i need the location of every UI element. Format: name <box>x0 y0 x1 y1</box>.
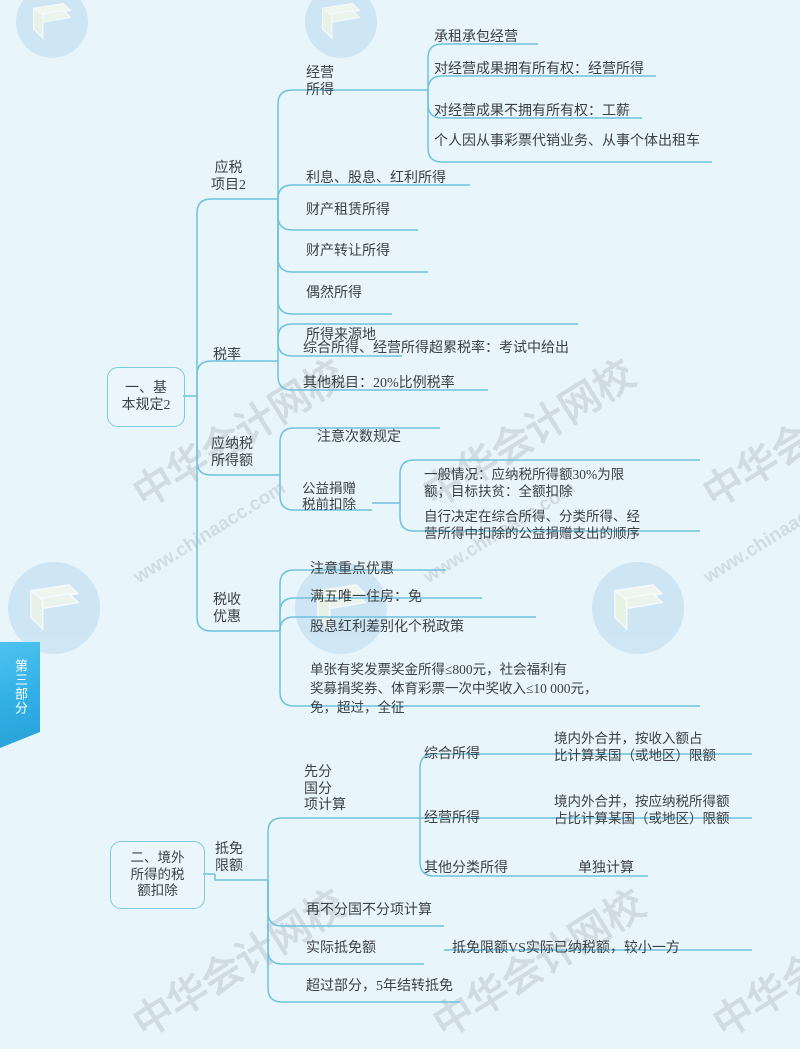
leaf-taxable-item-3[interactable]: 财产转让所得 <box>306 244 390 259</box>
book-logo-icon <box>32 2 72 40</box>
branch-split-calculation[interactable]: 先分 国分 项计算 <box>304 765 346 814</box>
leaf-split-calc-label-3[interactable]: 其他分类所得 <box>424 861 508 876</box>
book-logo-icon <box>315 583 367 631</box>
connector-lines <box>183 43 752 1003</box>
leaf-taxable-amount-1[interactable]: 注意次数规定 <box>317 430 401 445</box>
leaf-taxable-item-2[interactable]: 财产租赁所得 <box>306 203 390 218</box>
leaf-tax-rate-1[interactable]: 综合所得、经营所得超累税率：考试中给出 <box>303 341 569 356</box>
leaf-taxable-item-4[interactable]: 偶然所得 <box>306 286 362 301</box>
leaf-tax-benefit-2[interactable]: 满五唯一住房：免 <box>310 590 422 605</box>
leaf-charity-2[interactable]: 自行决定在综合所得、分类所得、经 营所得中扣除的公益捐赠支出的顺序 <box>424 509 640 541</box>
leaf-business-income-3[interactable]: 对经营成果不拥有所有权：工薪 <box>434 104 630 119</box>
book-logo-icon <box>612 583 664 631</box>
book-logo-watermark <box>8 562 100 654</box>
root-node-foreign-credit[interactable]: 二、境外 所得的税 额扣除 <box>110 841 205 909</box>
leaf-credit-limit-1[interactable]: 再不分国不分项计算 <box>306 903 432 918</box>
branch-business-income[interactable]: 经营 所得 <box>306 66 334 98</box>
leaf-business-income-2[interactable]: 对经营成果拥有所有权：经营所得 <box>434 62 644 77</box>
leaf-business-income-1[interactable]: 承租承包经营 <box>434 30 518 45</box>
book-logo-icon <box>28 583 80 631</box>
branch-taxable-amount[interactable]: 应纳税 所得额 <box>211 437 253 469</box>
section-tab-label: 第三部分 <box>13 659 28 715</box>
book-logo-watermark <box>592 562 684 654</box>
branch-tax-benefit[interactable]: 税收 优惠 <box>213 593 241 625</box>
leaf-tax-rate-2[interactable]: 其他税目：20%比例税率 <box>303 376 455 391</box>
leaf-charity-1[interactable]: 一般情况：应纳税所得额30%为限 额；目标扶贫：全额扣除 <box>424 467 625 499</box>
leaf-split-calc-label-2[interactable]: 经营所得 <box>424 811 480 826</box>
leaf-split-calc-detail-2[interactable]: 境内外合并，按应纳税所得额 占比计算某国（或地区）限额 <box>554 794 730 826</box>
leaf-business-income-4[interactable]: 个人因从事彩票代销业务、从事个体出租车 <box>434 134 700 149</box>
leaf-tax-benefit-3[interactable]: 股息红利差别化个税政策 <box>310 620 464 635</box>
leaf-tax-benefit-4[interactable]: 单张有奖发票奖金所得≤800元，社会福利有 奖募捐奖券、体育彩票一次中奖收入≤1… <box>310 662 598 715</box>
book-logo-icon <box>321 2 361 40</box>
leaf-split-calc-detail-3[interactable]: 单独计算 <box>578 861 634 876</box>
book-logo-watermark <box>295 562 387 654</box>
leaf-split-calc-detail-1[interactable]: 境内外合并，按收入额占 比计算某国（或地区）限额 <box>554 731 716 763</box>
branch-charity-deduction[interactable]: 公益捐赠 税前扣除 <box>302 481 356 512</box>
branch-tax-rate[interactable]: 税率 <box>213 348 241 363</box>
leaf-credit-limit-2[interactable]: 实际抵免额 <box>306 941 376 956</box>
leaf-split-calc-label-1[interactable]: 综合所得 <box>424 747 480 762</box>
leaf-credit-limit-3[interactable]: 超过部分，5年结转抵免 <box>306 979 453 994</box>
leaf-taxable-item-1[interactable]: 利息、股息、红利所得 <box>306 171 446 186</box>
book-logo-watermark <box>305 0 377 58</box>
leaf-tax-benefit-1[interactable]: 注意重点优惠 <box>310 562 394 577</box>
leaf-taxable-item-5[interactable]: 所得来源地 <box>306 328 376 343</box>
root-node-basic-rules[interactable]: 一、基 本规定2 <box>107 367 185 427</box>
branch-taxable-items[interactable]: 应税 项目2 <box>211 161 246 193</box>
leaf-credit-limit-2-detail[interactable]: 抵免限额VS实际已纳税额，较小一方 <box>452 941 680 956</box>
book-logo-watermark <box>16 0 88 58</box>
section-tab: 第三部分 <box>0 642 40 748</box>
branch-credit-limit[interactable]: 抵免 限额 <box>215 842 243 874</box>
